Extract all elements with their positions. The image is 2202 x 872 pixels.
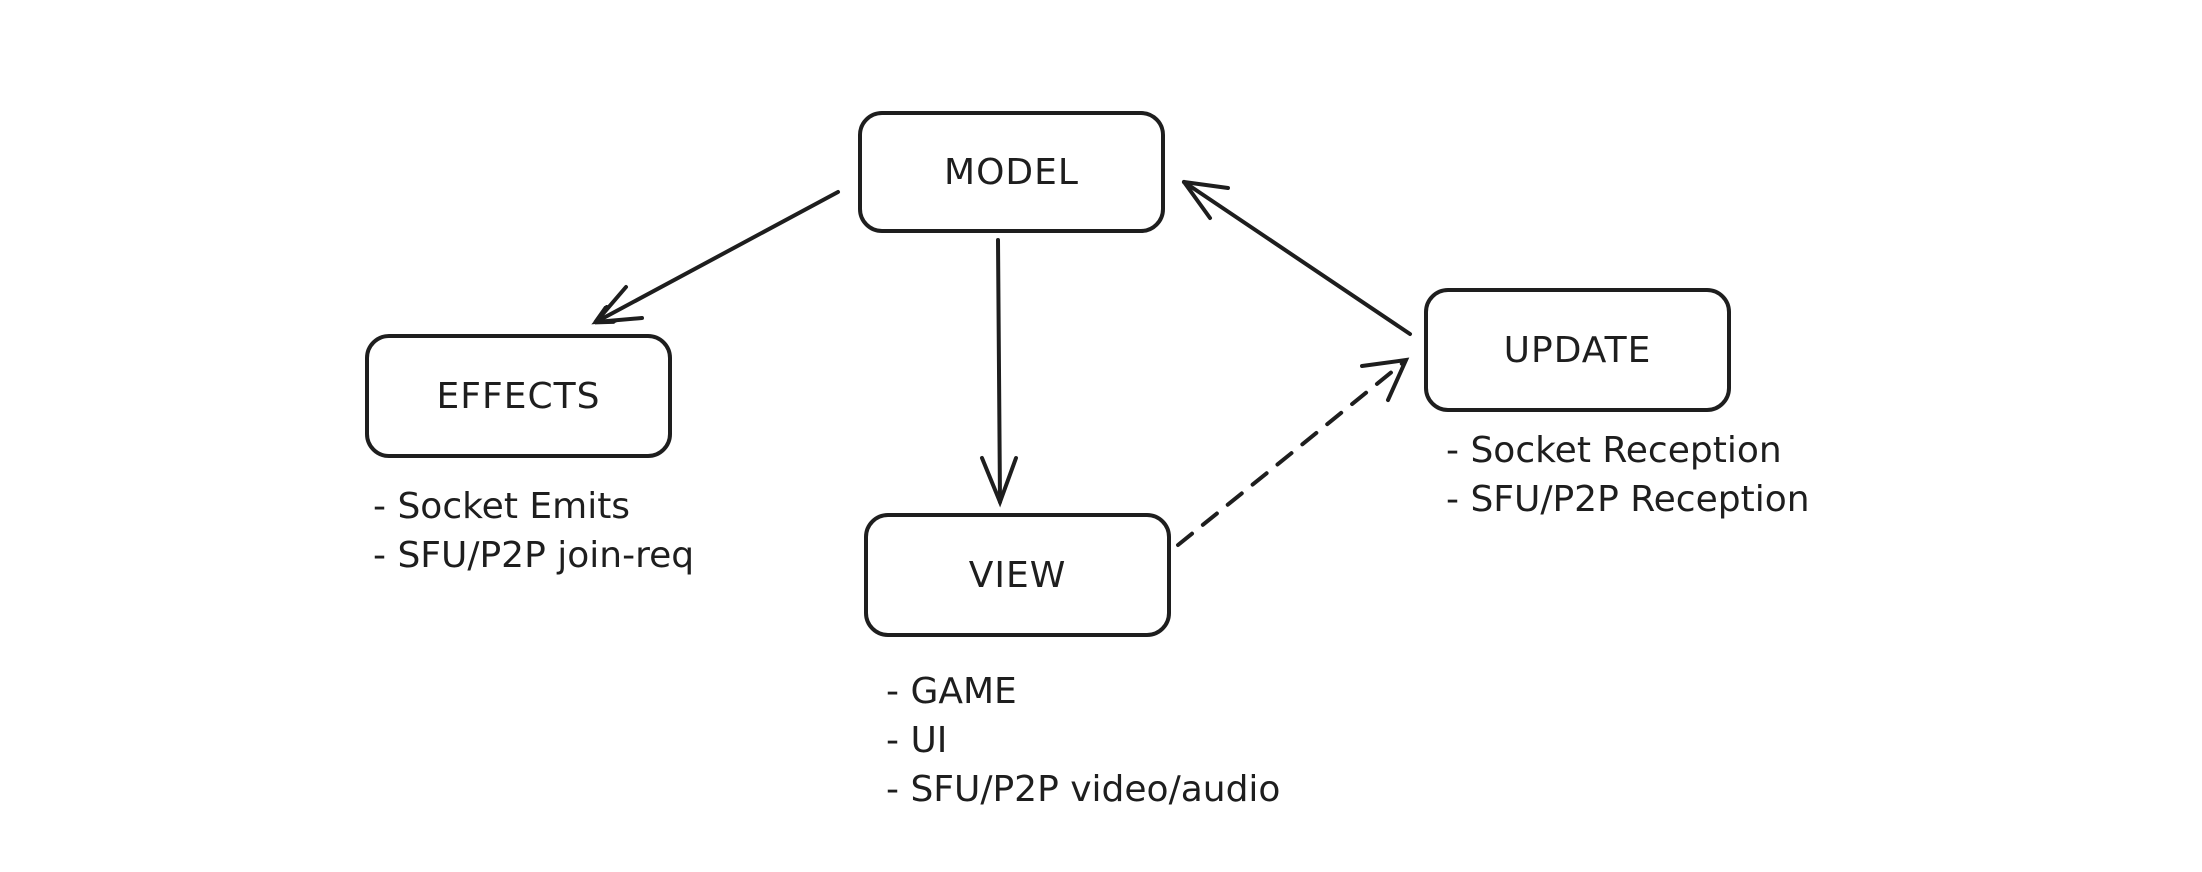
arrow-model-to-view bbox=[996, 238, 1002, 504]
view-note-item: SFU/P2P video/audio bbox=[886, 765, 1280, 814]
effects-node[interactable]: EFFECTS bbox=[367, 336, 670, 456]
effects-note-item: Socket Emits bbox=[373, 482, 694, 531]
arrowhead-model-to-view bbox=[980, 456, 1018, 508]
effects-note-item: SFU/P2P join-req bbox=[373, 531, 694, 580]
arrow-update-to-model bbox=[1182, 180, 1412, 336]
arrowhead-model-to-effects bbox=[591, 285, 644, 325]
arrowhead-view-to-update bbox=[1360, 357, 1410, 402]
arrowhead-update-to-model-2 bbox=[1182, 180, 1212, 220]
model-node[interactable]: MODEL bbox=[860, 113, 1163, 231]
effects-label: EFFECTS bbox=[436, 375, 601, 417]
view-box[interactable] bbox=[864, 513, 1171, 637]
view-note-item: GAME bbox=[886, 667, 1280, 716]
model-box[interactable] bbox=[858, 111, 1165, 233]
arrowhead-update-to-model bbox=[1182, 180, 1230, 190]
effects-box[interactable] bbox=[365, 334, 672, 458]
view-label: VIEW bbox=[968, 554, 1067, 596]
view-notes: GAME UI SFU/P2P video/audio bbox=[886, 667, 1280, 814]
update-box[interactable] bbox=[1424, 288, 1731, 412]
arrow-model-to-effects bbox=[596, 190, 840, 322]
update-note-item: SFU/P2P Reception bbox=[1446, 475, 1809, 524]
effects-notes: Socket Emits SFU/P2P join-req bbox=[373, 482, 694, 580]
update-notes: Socket Reception SFU/P2P Reception bbox=[1446, 426, 1810, 524]
arrow-view-to-update bbox=[1176, 360, 1406, 547]
model-label: MODEL bbox=[944, 151, 1079, 193]
update-label: UPDATE bbox=[1503, 329, 1652, 371]
update-node[interactable]: UPDATE bbox=[1426, 290, 1729, 410]
view-note-item: UI bbox=[886, 716, 1280, 765]
view-node[interactable]: VIEW bbox=[866, 515, 1169, 635]
update-note-item: Socket Reception bbox=[1446, 426, 1810, 475]
